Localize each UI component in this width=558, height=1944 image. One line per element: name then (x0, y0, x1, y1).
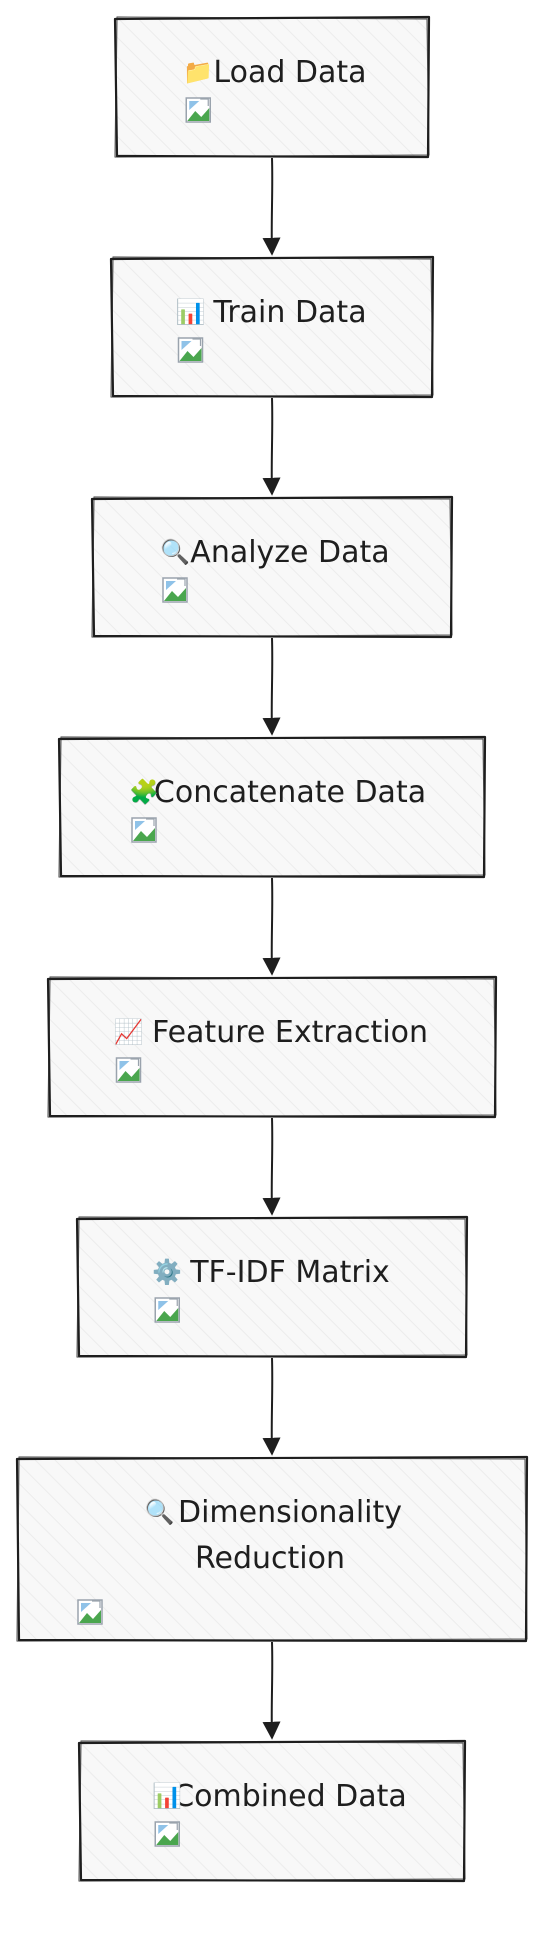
feature-extraction-label-line-0: Feature Extraction (152, 1015, 428, 1050)
node-border (77, 1739, 467, 1883)
node-fill (78, 1218, 466, 1356)
nodes-layer: Load Data📁Train Data📊Analyze Data🔍Concat… (15, 15, 529, 1883)
node-border (57, 735, 487, 879)
node-analyze-data[interactable]: Analyze Data🔍 (90, 495, 454, 639)
broken-image-icon (154, 1297, 180, 1323)
magnifier-icon: 🔍 (160, 536, 190, 566)
edge-arrow-analyze-data-to-concatenate-data (262, 637, 281, 736)
node-border-sketch (110, 256, 434, 398)
node-border (15, 1455, 529, 1643)
edge-arrow-load-data-to-train-data (262, 157, 281, 256)
dimensionality-reduction-label-line-0: Dimensionality (178, 1495, 402, 1530)
node-border-sketch (47, 976, 497, 1118)
broken-image-icon (131, 817, 157, 843)
node-border (75, 1215, 469, 1359)
train-data-label-line-0: Train Data (212, 295, 366, 330)
node-border-sketch (16, 1456, 528, 1642)
node-feature-extraction[interactable]: Feature Extraction 📈 (46, 975, 498, 1119)
bar-chart-icon: 📊 (176, 298, 206, 326)
tfidf-matrix-label-line-0: TF-IDF Matrix (189, 1255, 390, 1290)
node-fill (116, 18, 428, 156)
edge-arrow-feature-extraction-to-tfidf-matrix (262, 1117, 281, 1216)
node-fill (60, 738, 484, 876)
node-fill (49, 978, 495, 1116)
node-border-sketch (58, 736, 486, 878)
concatenate-data-label-line-0: Concatenate Data (154, 775, 426, 810)
node-border (46, 975, 498, 1119)
broken-image-icon (177, 337, 204, 363)
edges-layer (262, 157, 281, 1740)
broken-image-icon (115, 1057, 142, 1083)
edge-arrow-dimensionality-reduction-to-combined-data (262, 1641, 281, 1740)
node-border (113, 15, 431, 159)
combined-data-label-line-0: Combined Data (173, 1779, 407, 1814)
line-chart-icon: 📈 (114, 1018, 144, 1046)
node-border-sketch (91, 496, 453, 638)
puzzle-icon: 🧩 (129, 778, 159, 806)
edge-arrow-train-data-to-analyze-data (262, 397, 281, 496)
load-data-label-line-0: Load Data (213, 55, 366, 90)
broken-image-icon (154, 1821, 180, 1847)
node-concatenate-data[interactable]: Concatenate Data🧩 (57, 735, 487, 879)
bar-chart-icon: 📊 (152, 1782, 182, 1810)
node-load-data[interactable]: Load Data📁 (113, 15, 431, 159)
node-fill (93, 498, 451, 636)
dimensionality-reduction-label-line-1: Reduction (195, 1541, 345, 1576)
edge-arrow-concatenate-data-to-feature-extraction (262, 877, 281, 976)
node-train-data[interactable]: Train Data📊 (109, 255, 435, 399)
node-border-sketch (76, 1216, 468, 1358)
node-tfidf-matrix[interactable]: TF-IDF Matrix⚙️ (75, 1215, 469, 1359)
broken-image-icon (162, 577, 188, 603)
folder-icon: 📁 (183, 58, 213, 86)
node-border-sketch (78, 1740, 466, 1882)
magnifier-icon: 🔍 (145, 1496, 175, 1526)
node-fill (112, 258, 432, 396)
analyze-data-label-line-0: Analyze Data (190, 535, 389, 570)
node-border (90, 495, 454, 639)
broken-image-icon (185, 97, 211, 123)
node-border-sketch (114, 16, 430, 158)
node-fill (80, 1742, 464, 1880)
gear-icon: ⚙️ (152, 1258, 182, 1286)
node-border (109, 255, 435, 399)
node-combined-data[interactable]: Combined Data📊 (77, 1739, 467, 1883)
edge-arrow-tfidf-matrix-to-dimensionality-reduction (262, 1357, 281, 1456)
broken-image-icon (77, 1599, 103, 1625)
